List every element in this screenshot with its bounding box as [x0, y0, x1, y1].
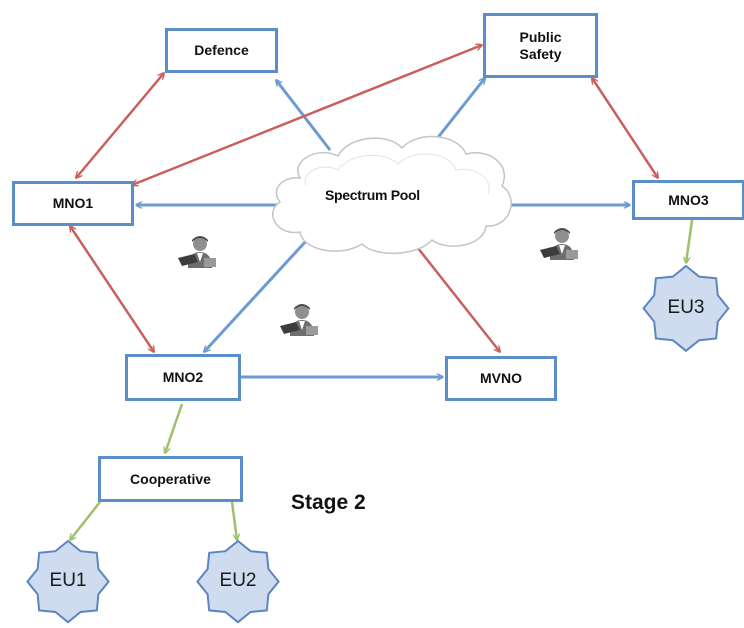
person-at-laptop-icon	[280, 304, 318, 336]
arrow-cooperative-to-eu1	[70, 501, 101, 540]
mno2-node: MNO2	[125, 354, 241, 401]
arrow-mno1-defence	[76, 73, 164, 178]
spectrum-pool-label: Spectrum Pool	[325, 187, 420, 203]
arrow-mno3-to-eu3	[686, 219, 694, 263]
person-at-laptop-icon	[178, 236, 216, 268]
arrow-public-safety-mno3	[592, 78, 658, 178]
mvno-node: MVNO	[445, 356, 557, 401]
eu3-label: EU3	[667, 297, 705, 318]
defence-node: Defence	[165, 28, 278, 73]
eu2-label: EU2	[219, 570, 257, 591]
public-safety-node: Public Safety	[483, 13, 598, 78]
arrow-pool-to-mno2	[204, 226, 320, 352]
cooperative-node: Cooperative	[98, 456, 243, 502]
mno1-node: MNO1	[12, 181, 134, 226]
arrow-pool-to-defence	[276, 80, 332, 151]
person-at-laptop-icon	[540, 228, 578, 260]
eu3-star-shape	[642, 264, 730, 353]
spectrum-pool-cloud	[271, 135, 512, 254]
stage-label: Stage 2	[291, 491, 366, 514]
eu1-label: EU1	[49, 570, 87, 591]
arrow-pool-to-mvno	[409, 237, 500, 352]
eu1-star-shape	[26, 539, 110, 624]
arrow-cooperative-to-eu2	[230, 501, 237, 540]
arrow-mno1-mno2	[70, 226, 154, 352]
eu2-star-shape	[196, 539, 280, 624]
mno3-node: MNO3	[632, 180, 744, 220]
arrow-mno2-to-cooperative	[165, 403, 184, 453]
arrow-mno1-public-safety	[132, 45, 482, 185]
